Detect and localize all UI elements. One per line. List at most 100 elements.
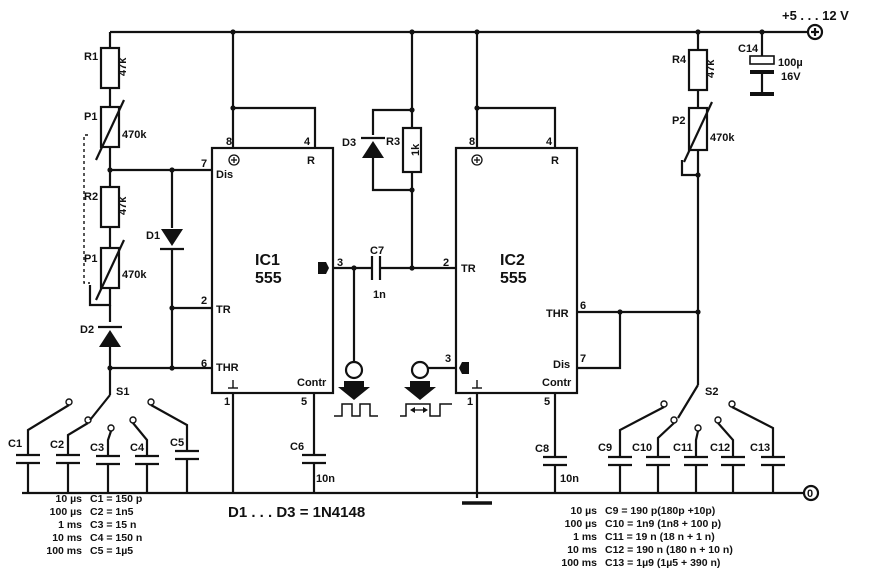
r1-name: R1 — [84, 51, 98, 63]
c9 — [608, 452, 632, 493]
d1-body — [161, 229, 183, 246]
p2-value: 470k — [710, 132, 735, 144]
c1 — [16, 453, 40, 493]
table-time: 10 ms — [52, 532, 82, 544]
ic1-name: IC1 — [255, 252, 280, 269]
d3-name: D3 — [342, 137, 356, 149]
ic2-pin1: 1 — [467, 396, 473, 408]
c3-name: C3 — [90, 442, 104, 454]
p2-name: P2 — [672, 115, 685, 127]
p1a-value: 470k — [122, 129, 147, 141]
s2-contact-2 — [670, 416, 678, 424]
c2 — [56, 450, 80, 493]
c14-name: C14 — [738, 43, 759, 55]
supply-terminal — [806, 23, 824, 41]
table-value: C1 = 150 p — [90, 493, 143, 505]
ic1-pin2: 2 — [201, 295, 207, 307]
p1-gang-link — [83, 134, 90, 284]
ground-terminal — [802, 484, 820, 502]
c7-name: C7 — [370, 245, 384, 257]
c14-value-2: 16V — [781, 71, 801, 83]
c12-name: C12 — [710, 442, 730, 454]
waveform-1-icon — [334, 403, 378, 417]
table-value: C3 = 15 n — [90, 519, 137, 531]
ic2-body — [454, 146, 579, 395]
test-point-2 — [410, 360, 430, 380]
s1-contact-1 — [65, 398, 73, 406]
ic2-dis-label: Dis — [553, 359, 570, 371]
ic1-output-arrow-icon — [318, 262, 329, 274]
ic2-pin5: 5 — [544, 396, 550, 408]
ic1-pin3: 3 — [337, 257, 343, 269]
c8 — [543, 452, 567, 493]
table-row: 10 µs C1 = 150 p — [40, 493, 143, 506]
table-time: 1 ms — [573, 531, 597, 543]
c8-name: C8 — [535, 443, 549, 455]
ic2-pin2: 2 — [443, 257, 449, 269]
ic2-pin7: 7 — [580, 353, 586, 365]
table-value: C2 = 1n5 — [90, 506, 134, 518]
ic1-dis-label: Dis — [216, 169, 233, 181]
s2-contact-1 — [660, 400, 668, 408]
p1b-name: P1 — [84, 253, 97, 265]
ic2-name: IC2 — [500, 252, 525, 269]
table-value: C10 = 1n9 (1n8 + 100 p) — [605, 518, 722, 530]
p1a-name: P1 — [84, 111, 97, 123]
c5-name: C5 — [170, 437, 184, 449]
d3-body — [362, 141, 384, 158]
r3-name: R3 — [386, 136, 400, 148]
table-time: 100 ms — [46, 545, 82, 557]
ic1-body — [210, 146, 335, 395]
s2-contact-4 — [714, 416, 722, 424]
ic2-type: 555 — [500, 270, 527, 287]
s1-contact-3 — [107, 424, 115, 432]
d2-body — [99, 330, 121, 347]
ic2-plus-symbol — [471, 154, 483, 166]
ic1-pin4: 4 — [304, 136, 311, 148]
c14 — [749, 55, 775, 96]
s1-contact-5 — [147, 398, 155, 406]
c4-name: C4 — [130, 442, 145, 454]
table-time: 100 µs — [564, 518, 597, 530]
supply-label: +5 . . . 12 V — [782, 8, 849, 23]
s2-contact-5 — [728, 400, 736, 408]
ic2-pin3: 3 — [445, 353, 451, 365]
c13-name: C13 — [750, 442, 770, 454]
r2-name: R2 — [84, 191, 98, 203]
table-value: C9 = 190 p(180p +10p) — [605, 505, 716, 517]
c6-value: 10n — [316, 473, 335, 485]
ic1-plus-symbol — [228, 154, 240, 166]
s1-name: S1 — [116, 386, 129, 398]
ic1-type: 555 — [255, 270, 282, 287]
d1-name: D1 — [146, 230, 160, 242]
c6 — [302, 450, 326, 493]
c9-name: C9 — [598, 442, 612, 454]
c12 — [721, 452, 745, 493]
ic1-pin8: 8 — [226, 136, 232, 148]
table-value: C12 = 190 n (180 n + 10 n) — [605, 544, 733, 556]
r1-value: 47k — [117, 57, 129, 76]
ic1-contr-label: Contr — [297, 377, 327, 389]
table-row: 100 ms C5 = 1µ5 — [40, 545, 142, 558]
test-point-2-arrow-icon — [404, 381, 436, 400]
ic1-reset-label: R — [307, 155, 315, 167]
r3-value: 1k — [410, 143, 422, 156]
s2-contact-3 — [694, 424, 702, 432]
c3 — [96, 452, 120, 493]
table-value: C5 = 1µ5 — [90, 545, 134, 557]
table-row: 100 µs C10 = 1n9 (1n8 + 100 p) — [555, 518, 733, 531]
d2-name: D2 — [80, 324, 94, 336]
c10-name: C10 — [632, 442, 652, 454]
s2-wiper — [677, 384, 699, 419]
table-time: 10 µs — [55, 493, 83, 505]
ic2-pin8: 8 — [469, 136, 475, 148]
c14-value-1: 100µ — [778, 57, 803, 69]
